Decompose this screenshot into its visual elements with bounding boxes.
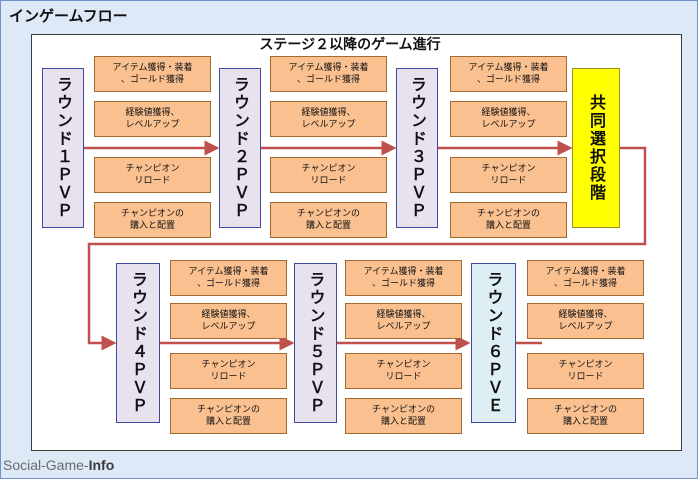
round-3-pvp-box: ラウンド３ＰＶＰ	[396, 68, 438, 228]
round-6-pve-box: ラウンド６ＰＶＥ	[471, 263, 516, 423]
r4-item-gold-box: アイテム獲得・装着 、ゴールド獲得	[170, 260, 287, 296]
round-4-pvp-box: ラウンド４ＰＶＰ	[116, 263, 160, 423]
r5-exp-levelup-box: 経験値獲得、 レベルアップ	[345, 303, 462, 339]
r3-reload-box: チャンピオン リロード	[450, 157, 567, 193]
watermark-suffix: Info	[88, 457, 115, 473]
r4-buy-place-box: チャンピオンの 購入と配置	[170, 398, 287, 434]
r1-item-gold-box: アイテム獲得・装着 、ゴールド獲得	[94, 56, 211, 92]
round-2-pvp-box: ラウンド２ＰＶＰ	[219, 68, 261, 228]
r2-item-gold-box: アイテム獲得・装着 、ゴールド獲得	[270, 56, 387, 92]
round-1-pvp-box: ラウンド１ＰＶＰ	[42, 68, 84, 228]
diagram-title: ステージ２以降のゲーム進行	[259, 37, 441, 53]
r4-reload-box: チャンピオン リロード	[170, 353, 287, 389]
r3-exp-levelup-box: 経験値獲得、 レベルアップ	[450, 101, 567, 137]
r2-reload-box: チャンピオン リロード	[270, 157, 387, 193]
r5-buy-place-box: チャンピオンの 購入と配置	[345, 398, 462, 434]
round-5-pvp-box: ラウンド５ＰＶＰ	[294, 263, 337, 423]
r5-item-gold-box: アイテム獲得・装着 、ゴールド獲得	[345, 260, 462, 296]
watermark: Social-Game-Info	[3, 457, 114, 473]
r6-buy-place-box: チャンピオンの 購入と配置	[527, 398, 644, 434]
r3-buy-place-box: チャンピオンの 購入と配置	[450, 202, 567, 238]
arrow-shared-to-round4	[87, 146, 647, 351]
r2-buy-place-box: チャンピオンの 購入と配置	[270, 202, 387, 238]
r4-exp-levelup-box: 経験値獲得、 レベルアップ	[170, 303, 287, 339]
r1-reload-box: チャンピオン リロード	[94, 157, 211, 193]
r6-item-gold-box: アイテム獲得・装着 、ゴールド獲得	[527, 260, 644, 296]
page-heading: インゲームフロー	[9, 7, 128, 25]
shared-selection-box: 共同選択段階	[572, 68, 620, 228]
r1-exp-levelup-box: 経験値獲得、 レベルアップ	[94, 101, 211, 137]
r3-item-gold-box: アイテム獲得・装着 、ゴールド獲得	[450, 56, 567, 92]
r6-reload-box: チャンピオン リロード	[527, 353, 644, 389]
r6-exp-levelup-box: 経験値獲得、 レベルアップ	[527, 303, 644, 339]
r1-buy-place-box: チャンピオンの 購入と配置	[94, 202, 211, 238]
watermark-prefix: Social-Game-	[3, 457, 89, 473]
r5-reload-box: チャンピオン リロード	[345, 353, 462, 389]
r2-exp-levelup-box: 経験値獲得、 レベルアップ	[270, 101, 387, 137]
